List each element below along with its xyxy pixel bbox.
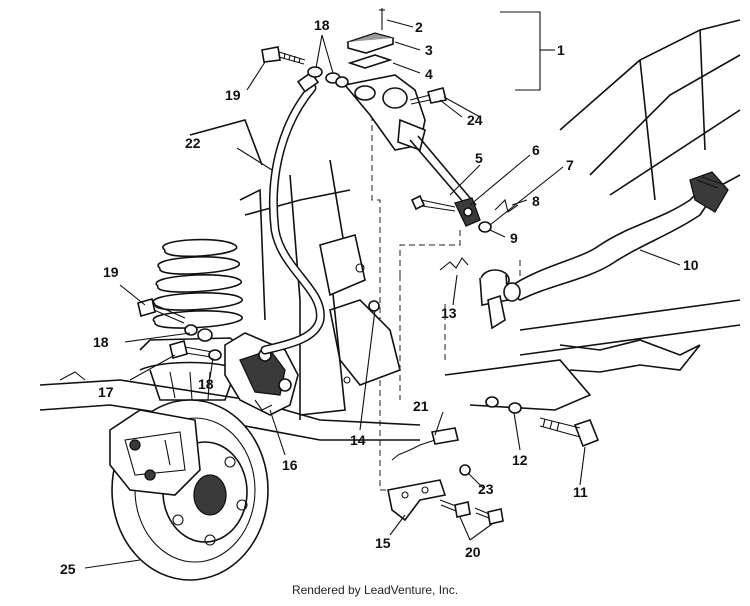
callout-5: 5 bbox=[475, 150, 483, 166]
callout-17: 17 bbox=[98, 384, 114, 400]
callout-6: 6 bbox=[532, 142, 540, 158]
callout-21: 21 bbox=[413, 398, 429, 414]
brake-light-switch bbox=[391, 427, 459, 461]
callout-22: 22 bbox=[185, 135, 201, 151]
callout-2: 2 bbox=[415, 19, 423, 35]
callout-4: 4 bbox=[425, 66, 433, 82]
callout-1: 1 bbox=[557, 42, 565, 58]
assembly-bracket bbox=[500, 11, 541, 91]
brake-rotor-hub bbox=[109, 399, 269, 581]
reservoir-cap bbox=[345, 8, 396, 69]
return-spring bbox=[439, 198, 519, 271]
callout-18-lower: 18 bbox=[198, 376, 214, 392]
callout-14: 14 bbox=[350, 432, 366, 448]
leader-lines bbox=[84, 19, 681, 569]
master-cylinder bbox=[343, 74, 481, 227]
brake-hose bbox=[260, 71, 325, 355]
callout-20: 20 bbox=[465, 544, 481, 560]
callout-3: 3 bbox=[425, 42, 433, 58]
callout-10: 10 bbox=[683, 257, 699, 273]
callout-19-left: 19 bbox=[103, 264, 119, 280]
callout-11: 11 bbox=[573, 484, 588, 500]
callout-7: 7 bbox=[566, 157, 574, 173]
callout-19-top: 19 bbox=[225, 87, 241, 103]
callout-8: 8 bbox=[532, 193, 540, 209]
callout-13: 13 bbox=[441, 305, 457, 321]
footer-credit: Rendered by LeadVenture, Inc. bbox=[292, 583, 458, 597]
callout-24: 24 bbox=[467, 112, 483, 128]
callout-18-left: 18 bbox=[93, 334, 109, 350]
callout-25: 25 bbox=[60, 561, 76, 577]
switch-bracket bbox=[387, 479, 447, 522]
callout-15: 15 bbox=[375, 535, 391, 551]
callout-12: 12 bbox=[512, 452, 528, 468]
callout-23: 23 bbox=[478, 481, 494, 497]
callout-9: 9 bbox=[510, 230, 518, 246]
callout-16: 16 bbox=[282, 457, 298, 473]
brake-pedal bbox=[479, 171, 729, 330]
callout-18-top: 18 bbox=[314, 17, 330, 33]
